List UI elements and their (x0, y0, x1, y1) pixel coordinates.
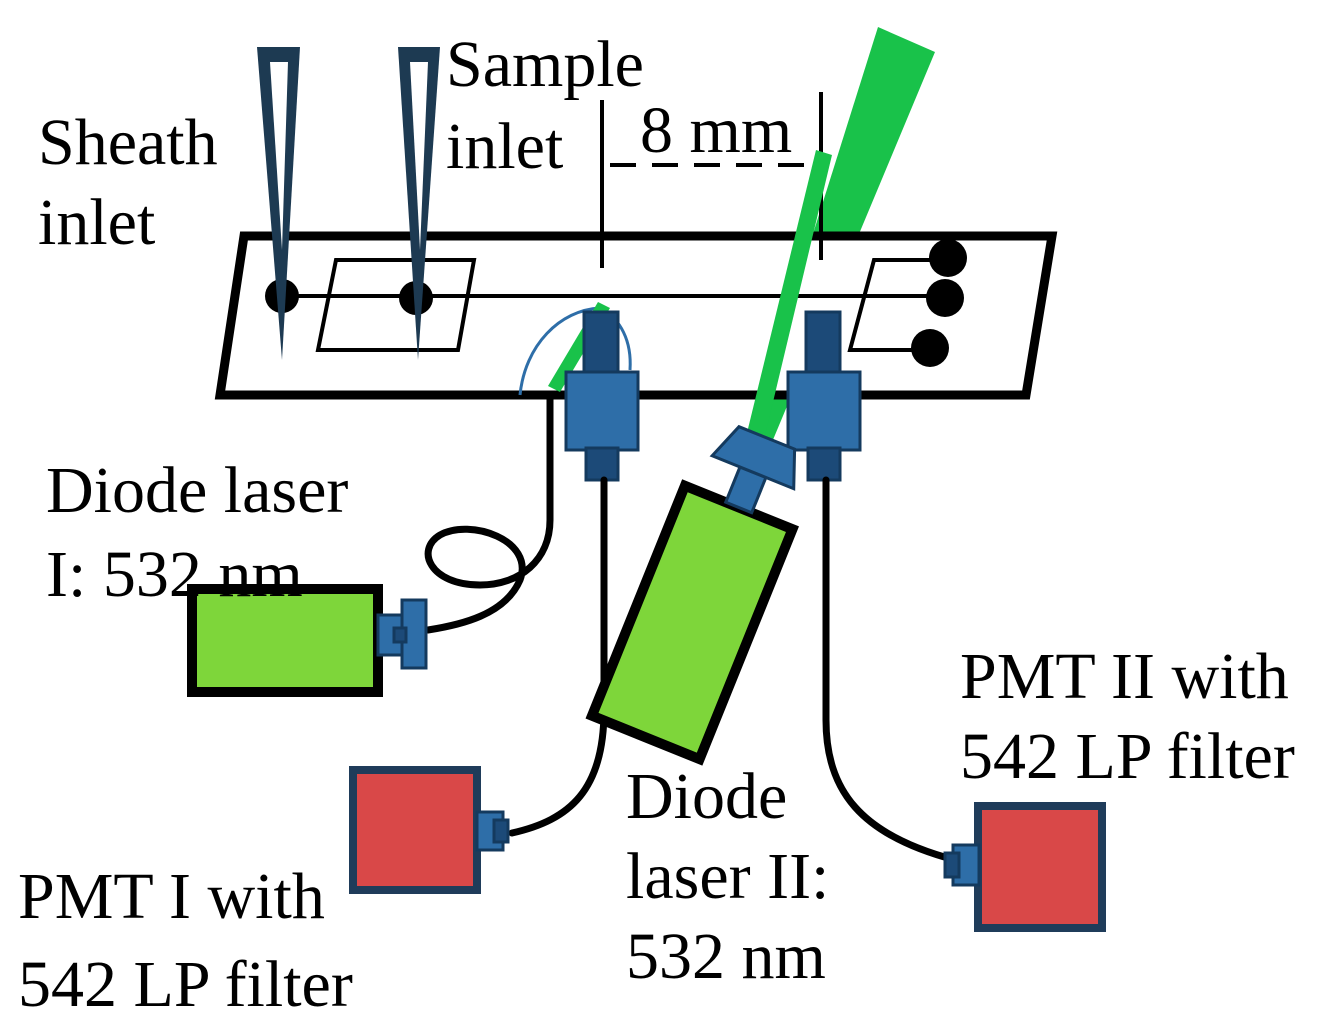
pmt-i (349, 766, 510, 894)
outlet-port-2 (926, 279, 964, 317)
diode-laser-i-label: Diode laser I: 532 nm (46, 454, 365, 611)
sheath-inlet-line-2: inlet (38, 186, 155, 259)
inlet-chamber (315, 258, 477, 352)
diode-laser-i-line-1: Diode laser (46, 454, 348, 527)
sheath-inlet-label: Sheath inlet (38, 106, 234, 259)
diode-laser-ii-line-3: 532 nm (626, 920, 826, 993)
connector-ii (786, 310, 862, 482)
sheath-inlet-tube (257, 47, 300, 360)
diode-laser-ii-line-1: Diode (626, 760, 787, 833)
diode-laser-ii-line-2: laser II: (626, 840, 829, 913)
connector-i (564, 310, 640, 482)
distance-label: 8 mm (640, 94, 792, 167)
outlet-chamber (847, 258, 930, 352)
diode-laser-i (187, 584, 428, 697)
sample-inlet-line-2: inlet (446, 110, 563, 183)
pmt-i-line-2: 542 LP filter (18, 948, 353, 1021)
diode-laser-i-line-2: I: 532 nm (46, 538, 303, 611)
sample-inlet-tube (398, 47, 440, 360)
sample-inlet-line-1: Sample (446, 28, 644, 101)
pmt-ii-line-1: PMT II with (960, 640, 1289, 713)
diode-laser-ii (585, 424, 799, 766)
pmt-ii-label: PMT II with 542 LP filter (960, 640, 1305, 793)
pmt-ii-line-2: 542 LP filter (960, 720, 1295, 793)
pmt-ii (943, 802, 1106, 932)
pmt-i-label: PMT I with 542 LP filter (18, 860, 353, 1021)
sheath-inlet-line-1: Sheath (38, 106, 218, 179)
outlet-port-3 (911, 329, 949, 367)
pmt-i-line-1: PMT I with (18, 860, 325, 933)
sample-inlet-label: Sample inlet (446, 28, 660, 183)
microfluidic-chip (214, 231, 1058, 400)
outlet-port-1 (929, 239, 967, 277)
diode-laser-ii-label: Diode laser II: 532 nm (626, 760, 846, 993)
laser-ii-beam-overlay (735, 150, 832, 490)
